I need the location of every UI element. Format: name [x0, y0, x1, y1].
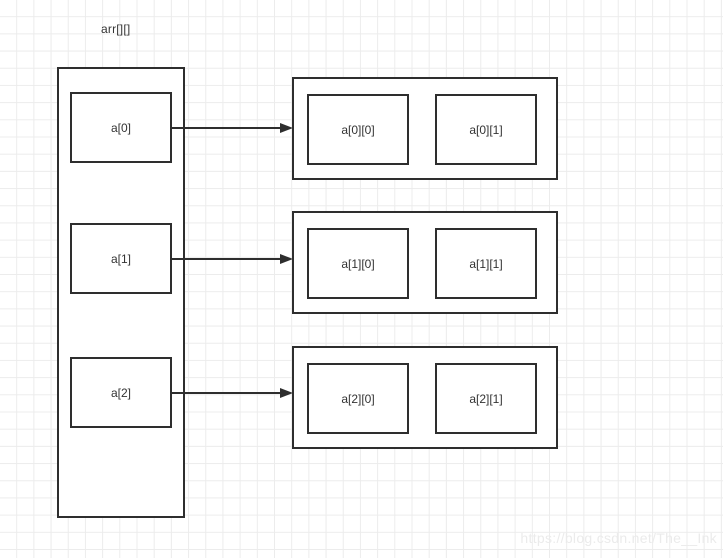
arrow-a2-to-row2: [172, 388, 293, 398]
array-cell-a1-0[interactable]: a[1][0]: [307, 228, 409, 299]
array-cell-a0-0[interactable]: a[0][0]: [307, 94, 409, 165]
array-cell-a0[interactable]: a[0]: [70, 92, 172, 163]
array-row-1: a[1][0] a[1][1]: [292, 211, 558, 314]
array-cell-a2[interactable]: a[2]: [70, 357, 172, 428]
array-cell-a2-0[interactable]: a[2][0]: [307, 363, 409, 434]
array-cell-a0-1[interactable]: a[0][1]: [435, 94, 537, 165]
array-row-0: a[0][0] a[0][1]: [292, 77, 558, 180]
arrow-a0-to-row0: [172, 123, 293, 133]
arrow-a1-to-row1: [172, 254, 293, 264]
array-row-2: a[2][0] a[2][1]: [292, 346, 558, 449]
array-cell-a2-1[interactable]: a[2][1]: [435, 363, 537, 434]
array-cell-a1-1[interactable]: a[1][1]: [435, 228, 537, 299]
page-title: arr[][]: [101, 22, 131, 36]
array-cell-a1[interactable]: a[1]: [70, 223, 172, 294]
watermark: https://blog.csdn.net/The__Ink: [520, 530, 717, 546]
